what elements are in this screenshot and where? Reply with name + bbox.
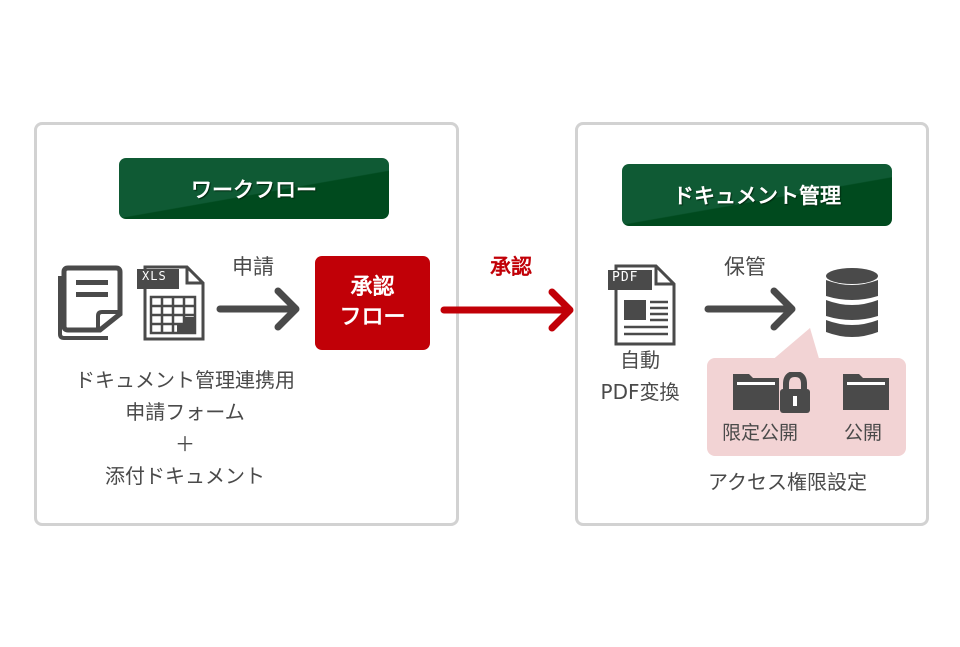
caption-plus: ＋ xyxy=(175,432,195,456)
callout-pointer xyxy=(770,328,820,362)
xls-file-icon xyxy=(137,265,205,341)
workflow-banner: ワークフロー xyxy=(119,158,389,219)
document-management-banner-title: ドキュメント管理 xyxy=(673,184,841,208)
approval-arrow-icon xyxy=(440,288,574,332)
approval-flow-line2: フロー xyxy=(339,305,406,330)
document-management-banner: ドキュメント管理 xyxy=(622,164,892,226)
lock-icon xyxy=(780,372,810,413)
restricted-label: 限定公開 xyxy=(722,422,799,444)
pdf-caption-line-1: 自動 xyxy=(620,348,660,372)
store-arrow-icon xyxy=(704,287,796,331)
restricted-folder-icon xyxy=(733,374,779,410)
approval-flow-line1: 承認 xyxy=(350,275,395,300)
workflow-caption: ドキュメント管理連携用 申請フォーム ＋ 添付ドキュメント xyxy=(40,364,330,492)
public-folder-icon xyxy=(843,374,889,410)
database-icon xyxy=(826,268,878,337)
workflow-banner-title: ワークフロー xyxy=(191,177,317,202)
pdf-badge: PDF xyxy=(612,270,639,285)
pdf-caption-line-2: PDF変換 xyxy=(600,380,680,404)
xls-badge: XLS xyxy=(142,269,167,283)
pdf-file-icon xyxy=(608,264,676,346)
apply-arrow-icon xyxy=(216,287,300,331)
store-label: 保管 xyxy=(724,255,766,279)
approval-connector-label: 承認 xyxy=(490,255,532,279)
caption-line-1: ドキュメント管理連携用 xyxy=(75,368,295,392)
access-settings-caption: アクセス権限設定 xyxy=(708,470,867,494)
public-label: 公開 xyxy=(844,422,883,444)
approval-flow-box: 承認 フロー xyxy=(315,256,430,350)
caption-line-2: 申請フォーム xyxy=(125,400,245,424)
caption-line-4: 添付ドキュメント xyxy=(105,464,265,488)
pdf-caption: 自動 PDF変換 xyxy=(580,344,700,408)
apply-label: 申請 xyxy=(232,255,274,279)
form-document-icon xyxy=(58,265,123,340)
